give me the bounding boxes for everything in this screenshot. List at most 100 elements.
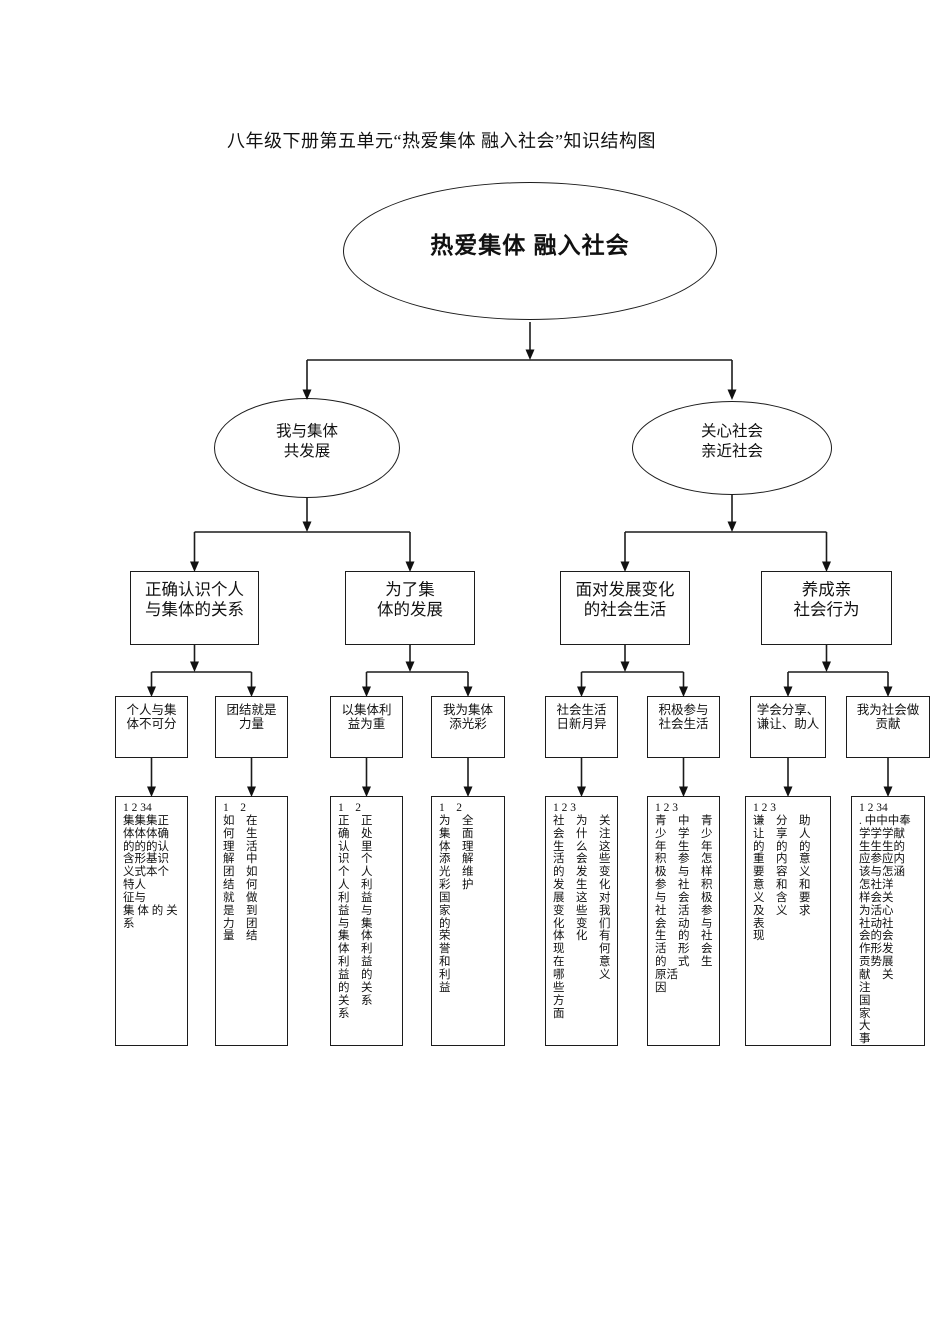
- text-line: 认 里: [338, 840, 373, 853]
- text-line: 参 社 积: [655, 879, 713, 892]
- subtopic-node-6: 积极参与 社会生活: [647, 696, 720, 758]
- arrowhead: [405, 661, 415, 672]
- text-line: 的 的 的: [753, 840, 811, 853]
- text-line: 积 参 怎: [655, 853, 713, 866]
- text-line: . 中中中奉: [859, 814, 911, 827]
- text-line: 家: [439, 904, 451, 917]
- text-line: 谦 分 助: [753, 814, 811, 827]
- text-line: 系: [338, 1007, 350, 1020]
- text-line: 应参应内: [859, 853, 905, 866]
- text-line: 1 2 3: [553, 802, 576, 814]
- text-line: 要 容 义: [753, 866, 811, 879]
- text-line: 光 维: [439, 866, 474, 879]
- subtopic-node-8: 我为社会做 贡献: [846, 696, 930, 758]
- text-line: 量 结: [223, 930, 258, 943]
- diagram-title: 八年级下册第五单元“热爱集体 融入社会”知识结构图: [227, 131, 656, 151]
- text-line: 生 么 这: [553, 840, 611, 853]
- text-line: 与 会 极: [655, 891, 713, 904]
- text-line: 体体体确: [123, 827, 169, 840]
- text-line: 和: [439, 956, 451, 969]
- text-line: 益 与: [338, 904, 373, 917]
- text-line: 彩 护: [439, 879, 474, 892]
- text-line: 社 为 关: [553, 814, 611, 827]
- subtopic-node-5: 社会生活 日新月异: [545, 696, 618, 758]
- text-line: 化 变 们: [553, 917, 611, 930]
- text-line: 1 2 34: [859, 802, 888, 814]
- arrowhead: [302, 521, 312, 532]
- text-line: 1 2 3: [753, 802, 776, 814]
- text-line: 事: [859, 1033, 871, 1046]
- root-node: 热爱集体 融入社会: [343, 182, 717, 320]
- arrowhead: [727, 521, 737, 532]
- text-line: 怎社洋: [859, 879, 894, 892]
- text-line: 的 关: [338, 981, 373, 994]
- text-line: 识 个: [338, 853, 373, 866]
- text-line: 体 化 有: [553, 930, 611, 943]
- text-line: 含形基识: [123, 853, 169, 866]
- text-line: 社 活 参: [655, 904, 713, 917]
- text-line: 原活: [655, 968, 678, 981]
- text-line: 该与怎涵: [859, 866, 905, 879]
- text-line: 的 式 生: [655, 956, 713, 969]
- text-line: 集 面: [439, 827, 474, 840]
- text-line: 解 中: [223, 853, 258, 866]
- text-line: 作形发: [859, 943, 894, 956]
- text-line: 展 这 对: [553, 891, 611, 904]
- branch-node-care-society: 关心社会 亲近社会: [632, 401, 832, 495]
- text-line: 生生生的: [859, 840, 905, 853]
- text-line: 如 在: [223, 814, 258, 827]
- arrowhead: [525, 349, 535, 360]
- subtopic-node-2: 团结就是 力量: [215, 696, 288, 758]
- arrowhead: [190, 661, 199, 672]
- text-line: 的 发 变: [553, 866, 611, 879]
- text-line: 义 含 要: [753, 891, 811, 904]
- text-line: 因: [655, 981, 667, 994]
- text-line: 特人: [123, 879, 146, 892]
- text-line: 关 系: [338, 994, 373, 1007]
- text-line: 年 生 年: [655, 840, 713, 853]
- text-line: 会 动 与: [655, 917, 713, 930]
- text-line: 义式本个: [123, 866, 169, 879]
- text-line: 面: [553, 1007, 565, 1020]
- detail-box-8: 1 2 34. 中中中奉学学学献生生生的应参应内该与怎涵怎社洋样会关为活心社动社…: [851, 796, 925, 1046]
- text-line: 活 形 会: [655, 943, 713, 956]
- text-line: 表: [753, 917, 765, 930]
- text-line: 方: [553, 994, 565, 1007]
- text-line: 力 团: [223, 917, 258, 930]
- text-line: 贡势展: [859, 956, 894, 969]
- text-line: 1 2 3: [655, 802, 678, 814]
- text-line: 大: [859, 1020, 871, 1033]
- text-line: 为 全: [439, 814, 474, 827]
- text-line: 1 2: [439, 802, 462, 814]
- arrowhead: [822, 661, 831, 672]
- text-line: 体 理: [439, 840, 474, 853]
- text-line: 发 生 化: [553, 879, 611, 892]
- text-line: 国: [859, 994, 871, 1007]
- subtopic-node-1: 个人与集 体不可分: [115, 696, 188, 758]
- text-line: 的的的认: [123, 840, 169, 853]
- text-line: 哪 义: [553, 968, 611, 981]
- text-line: 系: [123, 917, 135, 930]
- text-line: 荣: [439, 930, 451, 943]
- text-line: 是 到: [223, 904, 258, 917]
- text-line: 誉: [439, 943, 451, 956]
- text-line: 征与: [123, 891, 146, 904]
- branch-node-my-collective: 我与集体 共发展: [214, 398, 400, 498]
- text-line: 为活心: [859, 904, 894, 917]
- text-line: 理 活: [223, 840, 258, 853]
- text-line: 个 人: [338, 866, 373, 879]
- text-line: 人 利: [338, 879, 373, 892]
- text-line: 献 关: [859, 968, 894, 981]
- text-line: 益: [439, 981, 451, 994]
- text-line: 体 利: [338, 943, 373, 956]
- text-line: 1 2: [223, 802, 246, 814]
- text-line: 现 何: [553, 943, 611, 956]
- topic-node-1: 正确认识个人 与集体的关系: [130, 571, 259, 645]
- text-line: 利: [439, 968, 451, 981]
